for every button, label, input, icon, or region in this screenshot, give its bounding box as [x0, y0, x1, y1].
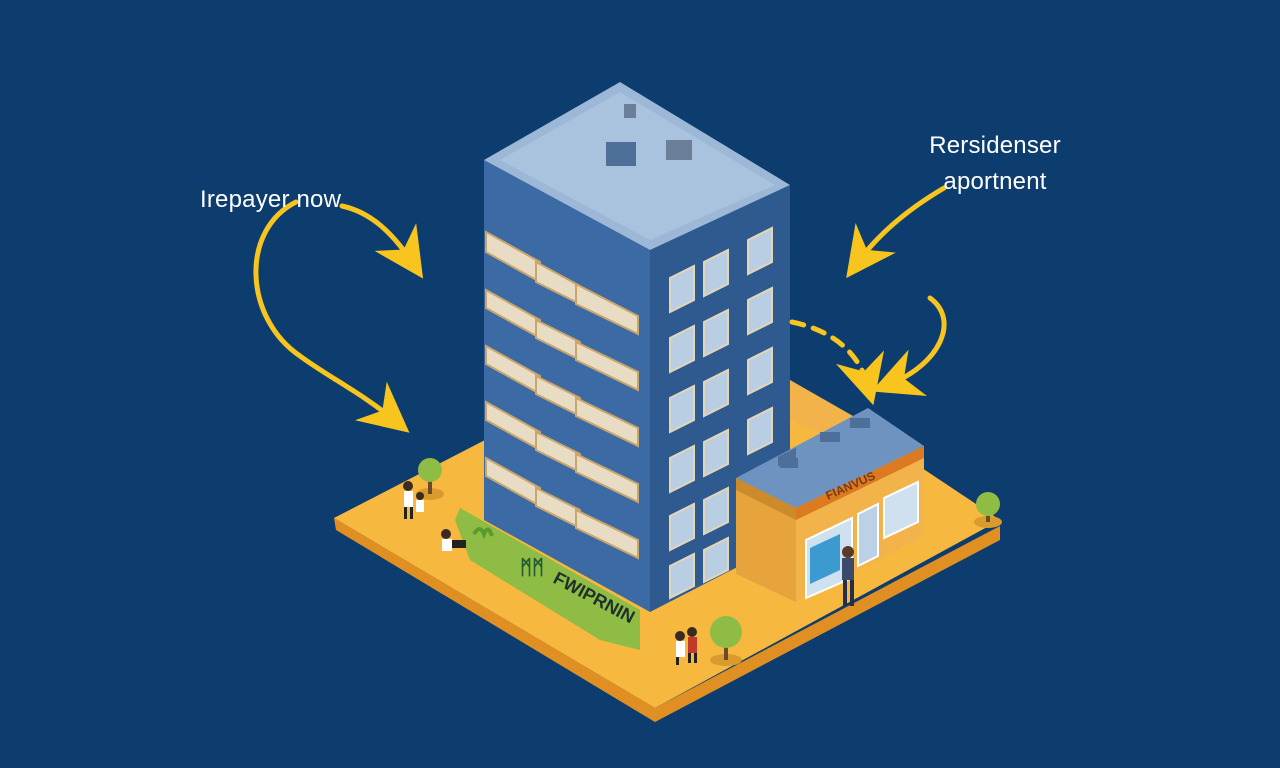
arrow-curved-icon [339, 203, 424, 279]
tree-icon [974, 492, 1002, 528]
right-callout: Rersidenser aportnent [920, 128, 1070, 200]
person-icon [441, 529, 466, 551]
person-icon [403, 481, 413, 519]
roof-vent [666, 140, 692, 160]
shop-window [883, 480, 919, 540]
right-callout-line-2: aportnent [943, 168, 1047, 195]
arrows [253, 185, 947, 433]
shop-door [857, 502, 879, 568]
grass-patch [455, 508, 640, 650]
plant-logo-icon: ᛗᛗ [520, 557, 544, 579]
person-icon [675, 631, 685, 665]
tree-icon [710, 616, 742, 666]
arrow-curved-icon [253, 199, 410, 433]
trees [416, 458, 1002, 666]
shop-building: FIANVUS [736, 380, 924, 606]
left-callout: Irepayer now [200, 182, 341, 218]
tower-windows [669, 226, 773, 600]
right-callout-line-1: Rersidenser [929, 132, 1061, 159]
person-icon [416, 492, 424, 512]
plant-icon [472, 527, 494, 540]
arrow-curved-icon [846, 185, 947, 279]
people [403, 481, 697, 665]
left-callout-label: Irepayer now [200, 186, 342, 213]
atm-screen-icon [810, 534, 840, 584]
roof-unit [606, 142, 636, 166]
person-icon [842, 546, 854, 558]
balconies [485, 230, 639, 560]
person-icon [687, 627, 697, 663]
arrow-curved-icon [871, 295, 947, 397]
arrow-dashed-icon [789, 319, 885, 406]
